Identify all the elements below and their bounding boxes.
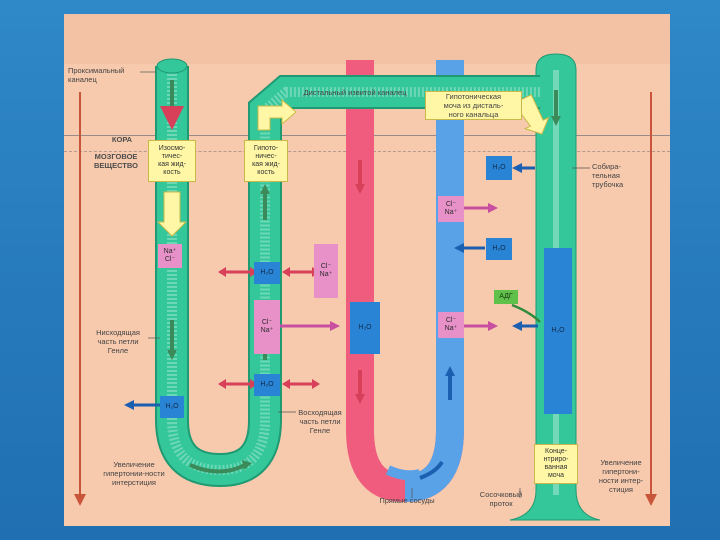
h2o-box-collecting-middle: H₂O bbox=[486, 238, 512, 260]
isosmotic-fluid-column bbox=[156, 191, 188, 237]
na-cl-box-descending: Na⁺ Cl⁻ bbox=[158, 244, 182, 268]
collecting-duct-label: Собира- тельная трубочка bbox=[592, 162, 624, 189]
increase-hypertonicity-right-label: Увеличение гипертони- ности интер- стици… bbox=[598, 458, 644, 494]
vasa-recta bbox=[346, 60, 464, 503]
proximal-tubule-label: Проксимальный каналец bbox=[68, 66, 125, 84]
distal-yellow-arrow bbox=[512, 94, 550, 135]
exchange-arrows bbox=[124, 163, 541, 410]
papillary-duct-label: Сосочковый проток bbox=[479, 490, 523, 508]
h2o-box-descending: H₂O bbox=[160, 396, 184, 418]
cl-na-box-interstitium: Cl⁻ Na⁺ bbox=[314, 244, 338, 298]
adh-box: АДГ bbox=[494, 290, 518, 304]
leader-lines bbox=[140, 71, 590, 498]
distal-tubule-label: Дистальный извитой каналец bbox=[303, 88, 407, 97]
isosmotic-fluid-box: Изосмо- тичес- кая жид- кость bbox=[148, 140, 196, 182]
vasa-recta-label: Прямые сосуды bbox=[379, 496, 435, 505]
h2o-box-lower: H₂O bbox=[254, 374, 280, 396]
cortex-band bbox=[64, 14, 670, 64]
h2o-box-collecting-upper: H₂O bbox=[486, 156, 512, 180]
increase-hypertonicity-left-label: Увеличение гипертонии-ности интерстиция bbox=[103, 460, 165, 487]
cl-na-box-blue-vessel-lower: Cl⁻ Na⁺ bbox=[438, 312, 464, 338]
h2o-box-collecting-duct: H₂O bbox=[544, 248, 572, 414]
descending-limb-label: Нисходящая часть петли Генле bbox=[96, 328, 140, 355]
medulla-label: МОЗГОВОЕ ВЕЩЕСТВО bbox=[94, 152, 138, 170]
hypotonic-fluid-box: Гипото- ничес- кая жид- кость bbox=[244, 140, 288, 182]
concentrated-urine-box: Конце- нтриро- ванная моча bbox=[534, 444, 578, 484]
right-gradient-arrow bbox=[645, 92, 657, 506]
h2o-box-upper: H₂O bbox=[254, 262, 280, 284]
cl-na-box-blue-vessel-upper: Cl⁻ Na⁺ bbox=[438, 196, 464, 222]
ascending-limb-label: Восходящая часть петли Генле bbox=[298, 408, 342, 435]
h2o-box-vasa-recta: H₂O bbox=[350, 302, 380, 354]
hypotonic-urine-label: Гипотоническая моча из дисталь- ного кан… bbox=[425, 91, 522, 120]
left-gradient-arrow bbox=[74, 92, 86, 506]
hypotonic-fluid-arrow bbox=[257, 98, 297, 131]
cl-na-box-ascending: Cl⁻ Na⁺ bbox=[254, 300, 280, 354]
cortex-label: КОРА bbox=[111, 135, 133, 144]
